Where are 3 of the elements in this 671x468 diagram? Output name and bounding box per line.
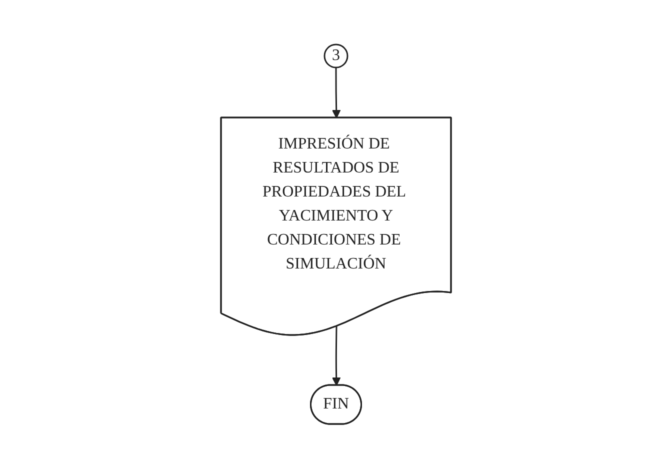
arrow <box>331 68 340 118</box>
arrow <box>331 326 340 386</box>
node-circle: 3 <box>323 44 348 68</box>
